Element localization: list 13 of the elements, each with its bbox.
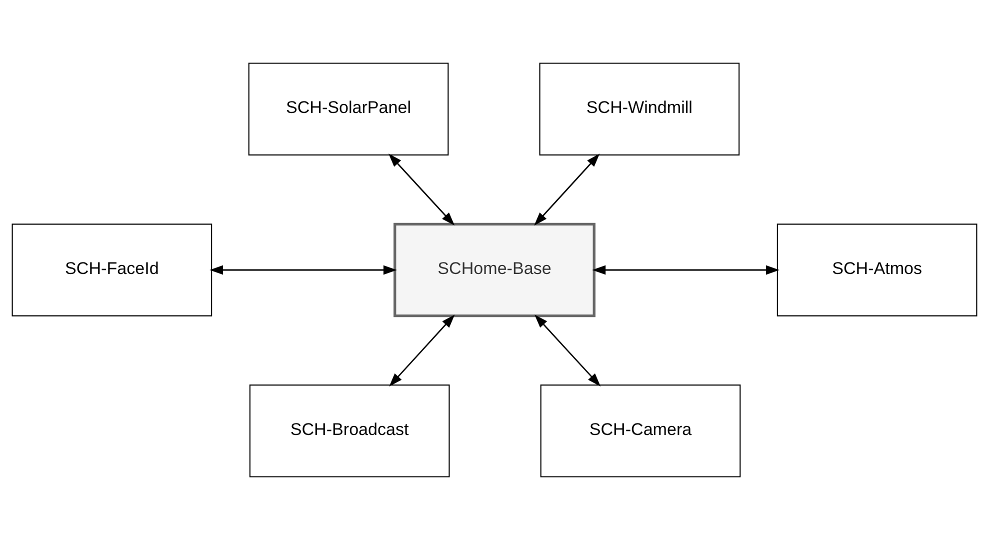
arrow	[534, 154, 600, 226]
node-box: SCH-Camera	[540, 384, 741, 478]
arrow	[389, 314, 455, 386]
node-box: SCH-SolarPanel	[248, 62, 449, 156]
node-box: SCH-Broadcast	[249, 384, 450, 478]
node-box: SCH-FaceId	[12, 224, 212, 316]
node-box: SCH-Windmill	[539, 62, 740, 156]
arrow	[534, 314, 601, 386]
arrow	[388, 154, 455, 226]
arrow	[592, 265, 780, 275]
node-box: SCHome-Base	[394, 222, 596, 318]
node-box: SCH-Atmos	[776, 224, 978, 316]
arrow	[210, 265, 397, 275]
